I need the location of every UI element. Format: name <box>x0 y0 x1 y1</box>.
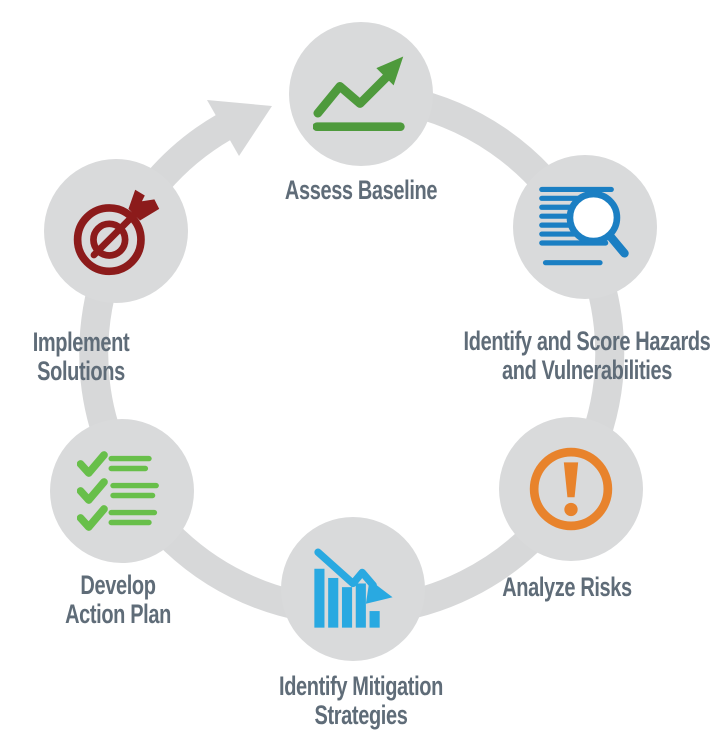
step-label: Identify Mitigation Strategies <box>235 672 487 730</box>
step-circle <box>44 159 188 303</box>
step-circle <box>513 155 657 299</box>
step-label-line: and Vulnerabilities <box>502 355 672 385</box>
declining-bar-chart-icon <box>314 548 393 628</box>
step-label-line: Identify Mitigation <box>279 671 443 701</box>
step-label-line: Solutions <box>37 356 125 386</box>
checklist-icon <box>77 451 159 531</box>
ring-arrowhead-icon <box>207 100 272 156</box>
alert-exclamation-icon <box>529 447 613 531</box>
step-label-line: Implement <box>32 327 130 357</box>
step-circle <box>50 419 194 563</box>
step-circle <box>281 517 425 661</box>
step-label: Develop Action Plan <box>0 571 244 629</box>
document-search-icon <box>539 186 629 266</box>
step-label-line: Assess Baseline <box>284 175 438 205</box>
step-label-line: Develop <box>80 570 156 600</box>
step-circle <box>289 22 433 166</box>
step-label-line: Identify and Score Hazards <box>463 326 711 356</box>
step-circle <box>499 417 643 561</box>
step-label-line: Analyze Risks <box>502 572 632 602</box>
step-label: Analyze Risks <box>441 573 693 602</box>
step-label-line: Action Plan <box>65 599 171 629</box>
step-label: Implement Solutions <box>0 328 207 386</box>
step-label-line: Strategies <box>314 700 408 730</box>
step-label: Identify and Score Hazards and Vulnerabi… <box>461 327 713 385</box>
trend-up-chart-icon <box>313 56 405 131</box>
target-dart-icon <box>73 189 160 276</box>
step-label: Assess Baseline <box>235 176 487 205</box>
